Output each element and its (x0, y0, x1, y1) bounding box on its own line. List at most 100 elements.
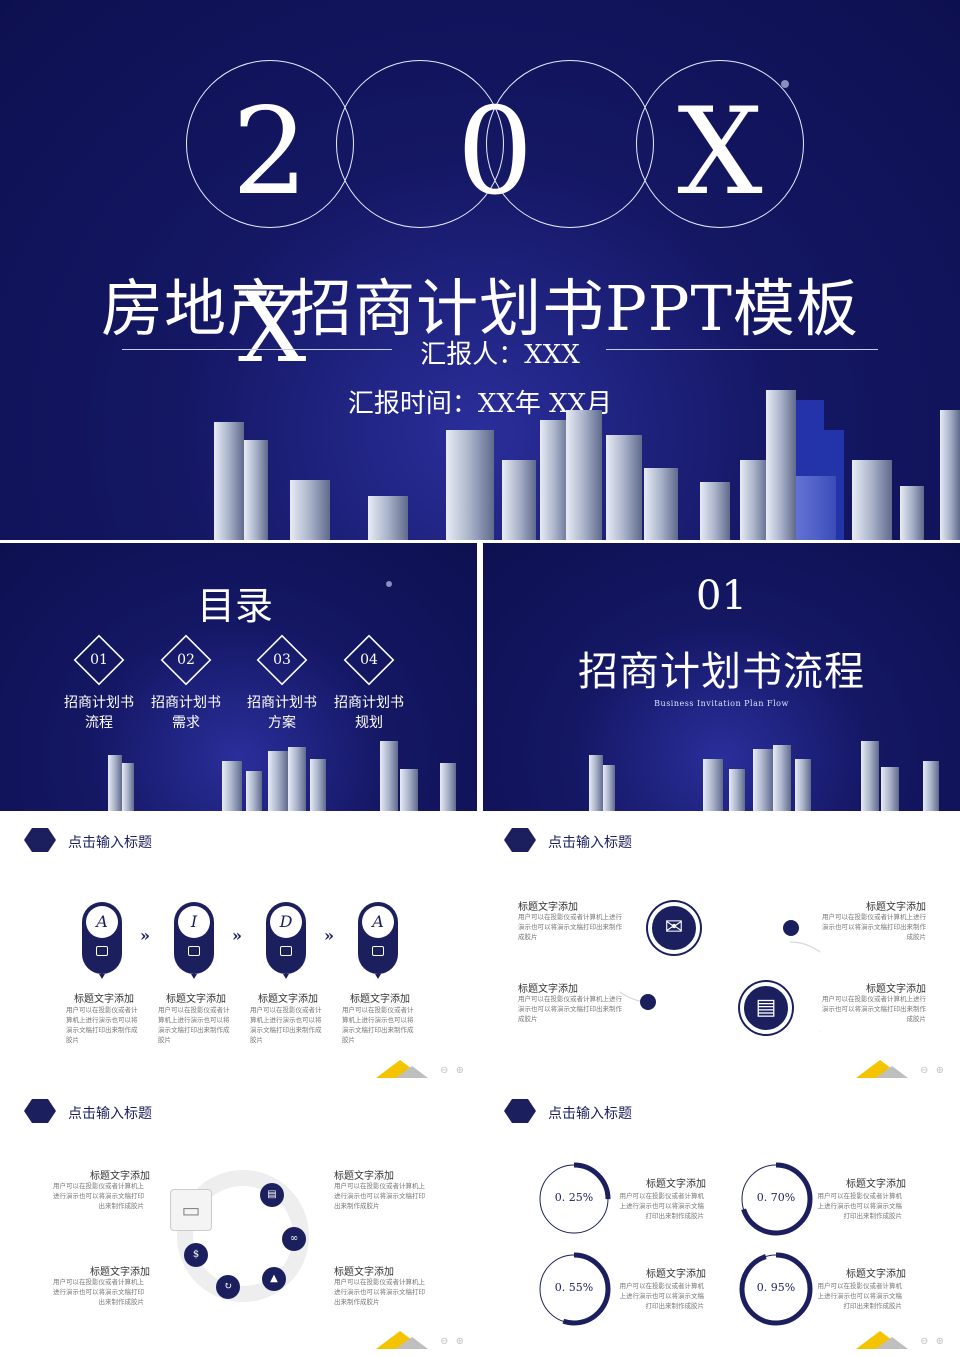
toc-item-number: 01 (90, 652, 108, 668)
cover-slide: 2 0 X 房地产招商计划书PPT模板 X 汇报人：XXX 汇报时间：XX年 X… (0, 0, 960, 540)
dollar-icon[interactable]: $ (184, 1243, 208, 1267)
percent-ring-2 (739, 1162, 813, 1236)
toc-item-2-diamond[interactable]: 02 (160, 634, 212, 686)
toc-title: 目录 (196, 584, 273, 628)
devices-icon: ▭ (170, 1189, 212, 1231)
cover-digit-3: X (677, 83, 763, 222)
block-text: 用户可以在投影仪或者计算机上进行演示也可以将演示文稿打印出来制作成胶片 (334, 1278, 425, 1306)
section-number: 01 (696, 573, 747, 619)
chevron-right-icon: » (324, 926, 334, 945)
toc-item-4-diamond[interactable]: 04 (343, 634, 395, 686)
block-text: 用户可以在投影仪或者计算机上进行演示也可以将演示文稿打印出来制作成胶片 (817, 1282, 903, 1310)
hexagon-icon (24, 1099, 56, 1123)
block-title: 标题文字添加 (258, 994, 318, 1005)
refresh-icon[interactable]: ↻ (216, 1275, 240, 1299)
cover-overlay-x: X (238, 272, 307, 384)
block-text: 用户可以在投影仪或者计算机上进行演示也可以将演示文稿打印出来制作成胶片 (817, 1192, 903, 1220)
cover-reporter: 汇报人：XXX (420, 340, 580, 370)
section-slide: 01 招商计划书流程 Business Invitation Plan Flow (483, 543, 960, 811)
block-text: 用户可以在投影仪或者计算机上进行演示也可以将演示文稿打印出来制作成胶片 (822, 913, 926, 941)
toc-slide: 目录 01 招商计划书流程 02 招商计划书需求 03 招商计划书方案 04 招… (0, 543, 477, 811)
gear-icon (372, 946, 384, 956)
block-title: 标题文字添加 (74, 994, 134, 1005)
slide-title[interactable]: 点击输入标题 (68, 835, 152, 851)
pill-letter: I (178, 906, 210, 938)
block-title: 标题文字添加 (334, 1171, 394, 1182)
block-text: 用户可以在投影仪或者计算机上进行演示也可以将演示文稿打印出来制作成胶片 (518, 995, 622, 1023)
block-text: 用户可以在投影仪或者计算机上进行演示也可以将演示文稿打印出来制作成胶片 (53, 1278, 144, 1306)
block-title: 标题文字添加 (518, 902, 578, 913)
toc-item-3-diamond[interactable]: 03 (256, 634, 308, 686)
chevron-right-icon: » (140, 926, 150, 945)
block-text: 用户可以在投影仪或者计算机上进行演示也可以将演示文稿打印出来制作成胶片 (619, 1192, 705, 1220)
toc-item-4-label: 招商计划书规划 (334, 695, 404, 731)
block-title: 标题文字添加 (846, 1179, 906, 1190)
percent-ring-1 (537, 1162, 611, 1236)
cover-digit-2: 0 (456, 83, 534, 222)
slide-title[interactable]: 点击输入标题 (548, 835, 632, 851)
hexagon-icon (24, 828, 56, 852)
divider-right (606, 349, 878, 350)
bar-chart-icon (280, 946, 292, 956)
block-title: 标题文字添加 (646, 1269, 706, 1280)
link-icon[interactable]: ∞ (282, 1227, 306, 1251)
slide-title[interactable]: 点击输入标题 (68, 1106, 152, 1122)
block-title: 标题文字添加 (646, 1179, 706, 1190)
content-slide-cycle: 点击输入标题 ▭ ▤ ∞ ▲ ↻ $ 标题文字添加 用户可以在投影仪或者计算机上… (0, 1083, 480, 1353)
node-dot (640, 994, 656, 1010)
chat-icon (96, 946, 108, 956)
toc-item-1-diamond[interactable]: 01 (73, 634, 125, 686)
toc-item-number: 02 (177, 652, 195, 668)
decor-dot (386, 581, 392, 587)
ring-4 (636, 60, 804, 228)
chart-icon[interactable]: ▲ (262, 1267, 286, 1291)
process-pill-2[interactable]: I (174, 902, 214, 979)
slide-nav-icon[interactable]: ⊖ ⊕ (920, 1336, 946, 1347)
content-slide-curve: 点击输入标题 ✉ ▤ 标题文字添加 用户可以在投影仪或者计算机上进行演示也可以将… (480, 812, 960, 1082)
block-text: 用户可以在投影仪或者计算机上进行演示也可以将演示文稿打印出来制作成胶片 (53, 1182, 144, 1210)
node-dot (783, 920, 799, 936)
block-text: 用户可以在投影仪或者计算机上进行演示也可以将演示文稿打印出来制作成胶片 (822, 995, 926, 1023)
hexagon-icon (504, 1099, 536, 1123)
decor-triangle-gray (876, 1337, 908, 1349)
block-text: 用户可以在投影仪或者计算机上进行演示也可以将演示文稿打印出来制作成胶片 (342, 1006, 414, 1044)
divider-left (122, 349, 392, 350)
section-subtitle: Business Invitation Plan Flow (654, 699, 789, 708)
block-text: 用户可以在投影仪或者计算机上进行演示也可以将演示文稿打印出来制作成胶片 (518, 913, 622, 941)
block-title: 标题文字添加 (90, 1267, 150, 1278)
block-text: 用户可以在投影仪或者计算机上进行演示也可以将演示文稿打印出来制作成胶片 (250, 1006, 322, 1044)
process-pill-3[interactable]: D (266, 902, 306, 979)
block-title: 标题文字添加 (334, 1267, 394, 1278)
percent-label: 0. 55% (554, 1281, 594, 1294)
content-slide-process: 点击输入标题 A » I » D » A 标题文字添加 用户可以在投影仪或者计算… (0, 812, 480, 1082)
hexagon-icon (504, 828, 536, 852)
chevron-right-icon: » (232, 926, 242, 945)
decor-dot (781, 80, 789, 88)
calendar-icon[interactable]: ▤ (740, 982, 792, 1034)
section-title: 招商计划书流程 (578, 649, 865, 695)
percent-label: 0. 25% (554, 1191, 594, 1204)
block-title: 标题文字添加 (350, 994, 410, 1005)
block-text: 用户可以在投影仪或者计算机上进行演示也可以将演示文稿打印出来制作成胶片 (334, 1182, 425, 1210)
block-text: 用户可以在投影仪或者计算机上进行演示也可以将演示文稿打印出来制作成胶片 (66, 1006, 138, 1044)
document-icon[interactable]: ▤ (260, 1183, 284, 1207)
block-title: 标题文字添加 (846, 1269, 906, 1280)
decor-triangle-gray (396, 1066, 428, 1078)
document-icon (188, 946, 200, 956)
percent-label: 0. 70% (756, 1191, 796, 1204)
process-pill-1[interactable]: A (82, 902, 122, 979)
slide-nav-icon[interactable]: ⊖ ⊕ (440, 1065, 466, 1076)
slide-nav-icon[interactable]: ⊖ ⊕ (920, 1065, 946, 1076)
process-pill-4[interactable]: A (358, 902, 398, 979)
mail-icon[interactable]: ✉ (648, 902, 700, 954)
cover-digit-1: 2 (231, 83, 309, 222)
slide-nav-icon[interactable]: ⊖ ⊕ (440, 1336, 466, 1347)
block-title: 标题文字添加 (866, 902, 926, 913)
percent-label: 0. 95% (756, 1281, 796, 1294)
slide-title[interactable]: 点击输入标题 (548, 1106, 632, 1122)
content-slide-percent: 点击输入标题 0. 25% 0. 70% 0. 55% 0. 95% 标题文字添… (480, 1083, 960, 1353)
toc-item-1-label: 招商计划书流程 (64, 695, 134, 731)
block-title: 标题文字添加 (166, 994, 226, 1005)
toc-item-number: 03 (273, 652, 291, 668)
block-title: 标题文字添加 (518, 984, 578, 995)
